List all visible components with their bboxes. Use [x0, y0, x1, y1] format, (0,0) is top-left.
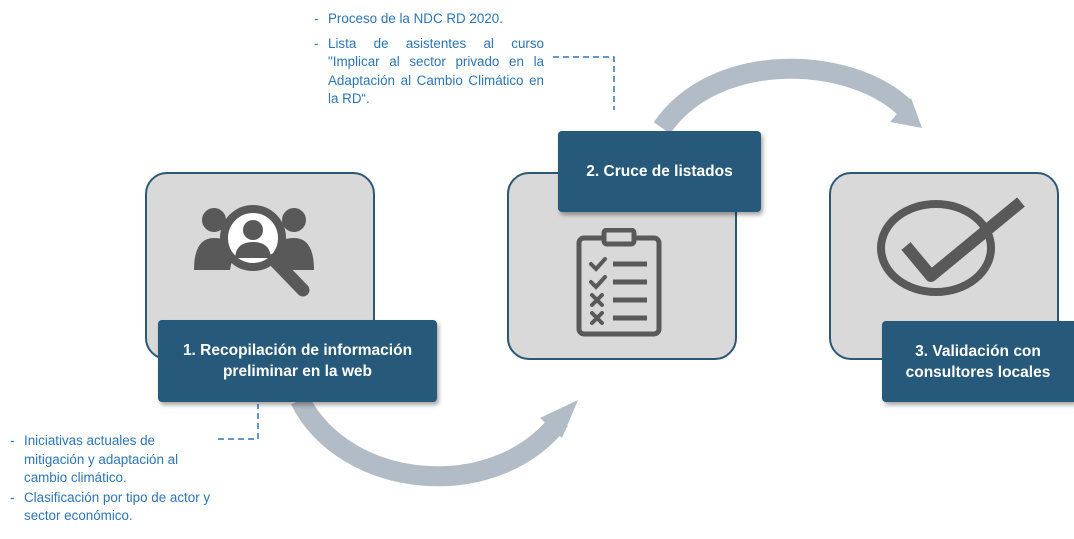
- step2-label-line1: 2. Cruce de listados: [586, 163, 733, 180]
- step1-label-line1: 1. Recopilación de información: [182, 342, 413, 359]
- step1-label: 1. Recopilación de información prelimina…: [158, 320, 437, 402]
- step3-label-line1: 3. Validación con: [915, 342, 1041, 360]
- arrow-head-step3: [890, 98, 922, 128]
- step3-label: 3. Validación con consultores locales: [882, 321, 1074, 402]
- step2-label: 2. Cruce de listados: [558, 131, 761, 212]
- step1-label-line2: preliminar en la web: [222, 363, 372, 380]
- callout-line-bottom: [218, 404, 259, 440]
- clipboard-checklist-icon: [576, 228, 662, 337]
- note-top-item: Lista de asistentes al curso "Implicar a…: [312, 35, 544, 109]
- checkmark-circle-icon: [877, 197, 1025, 296]
- arrow-head-step2: [540, 400, 578, 438]
- note-bottom-item: Clasificación por tipo de actor y sector…: [8, 489, 214, 526]
- callout-line-top: [553, 56, 615, 110]
- notes-bottom: Iniciativas actuales de mitigación y ada…: [8, 432, 214, 526]
- note-bottom-item: Iniciativas actuales de mitigación y ada…: [8, 432, 214, 488]
- arrow-step2-to-step3: [653, 58, 912, 134]
- note-top-item: Proceso de la NDC RD 2020.: [312, 10, 544, 29]
- notes-top: Proceso de la NDC RD 2020. Lista de asis…: [312, 10, 544, 109]
- step3-label-line2: consultores locales: [905, 363, 1051, 381]
- arrow-step1-to-step2: [291, 395, 568, 487]
- people-search-icon: [194, 205, 314, 297]
